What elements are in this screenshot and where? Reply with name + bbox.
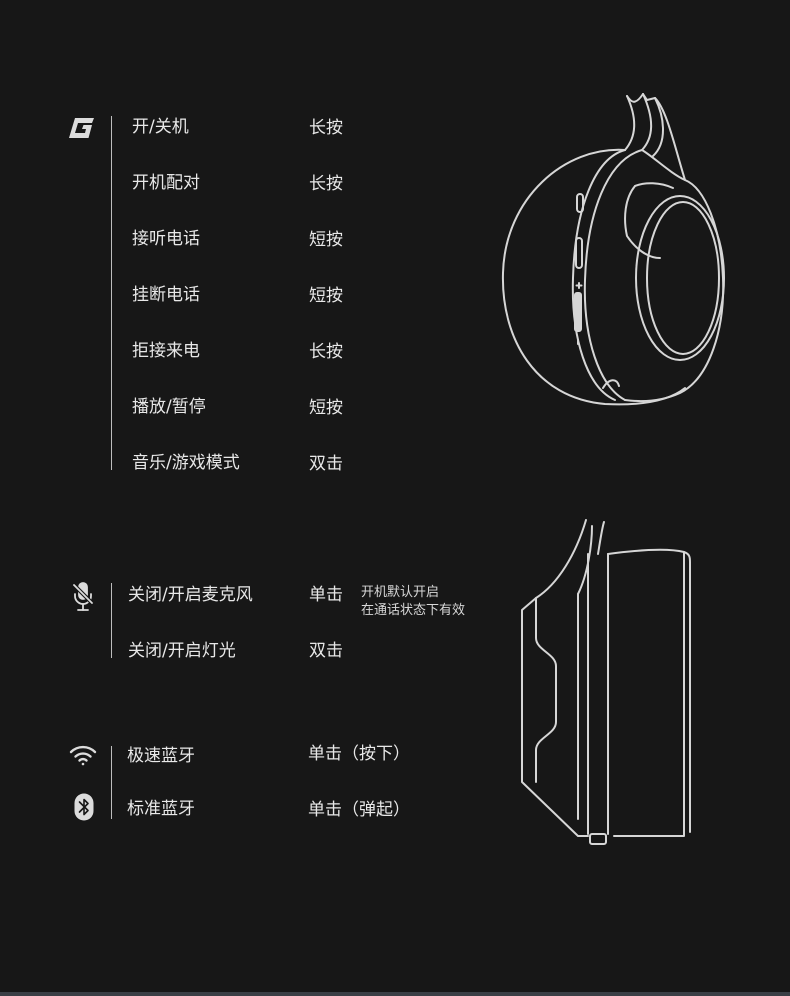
g-row-action-1: 长按 bbox=[309, 174, 343, 194]
divider-line-bt bbox=[111, 746, 112, 819]
g-row-label-2: 接听电话 bbox=[132, 229, 200, 249]
bt-row-label-1: 标准蓝牙 bbox=[127, 799, 195, 819]
g-row-action-5: 短按 bbox=[309, 398, 343, 418]
g-row-label-0: 开/关机 bbox=[132, 117, 189, 137]
bt-row-action-0: 单击（按下） bbox=[308, 744, 410, 764]
headphone-side-illustration bbox=[495, 88, 735, 422]
bluetooth-icon bbox=[74, 793, 94, 821]
mic-row-action-1: 双击 bbox=[309, 641, 343, 661]
g-row-label-5: 播放/暂停 bbox=[132, 397, 206, 417]
headphone-profile-illustration bbox=[518, 514, 698, 850]
wifi-icon bbox=[69, 744, 97, 766]
bt-row-action-1: 单击（弹起） bbox=[308, 800, 410, 820]
mic-row-action-0: 单击 bbox=[309, 585, 343, 605]
mic-row-label-1: 关闭/开启灯光 bbox=[128, 641, 236, 661]
g-row-action-0: 长按 bbox=[309, 118, 343, 138]
g-row-action-4: 长按 bbox=[309, 342, 343, 362]
mic-note-line2: 在通话状态下有效 bbox=[361, 603, 466, 618]
g-row-action-2: 短按 bbox=[309, 230, 343, 250]
g-row-action-3: 短按 bbox=[309, 286, 343, 306]
divider-line-g bbox=[111, 116, 112, 470]
g-row-label-4: 拒接来电 bbox=[132, 341, 200, 361]
divider-line-mic bbox=[111, 583, 112, 658]
g-row-label-1: 开机配对 bbox=[132, 173, 200, 193]
bottom-edge-bar bbox=[0, 992, 790, 996]
microphone-muted-icon bbox=[72, 581, 94, 615]
mic-note-line1: 开机默认开启 bbox=[361, 585, 440, 600]
mic-row-label-0: 关闭/开启麦克风 bbox=[128, 585, 253, 605]
g-logo-icon bbox=[68, 116, 96, 140]
g-row-label-3: 挂断电话 bbox=[132, 285, 200, 305]
bt-row-label-0: 极速蓝牙 bbox=[127, 746, 195, 766]
g-row-label-6: 音乐/游戏模式 bbox=[132, 453, 240, 473]
g-row-action-6: 双击 bbox=[309, 454, 343, 474]
